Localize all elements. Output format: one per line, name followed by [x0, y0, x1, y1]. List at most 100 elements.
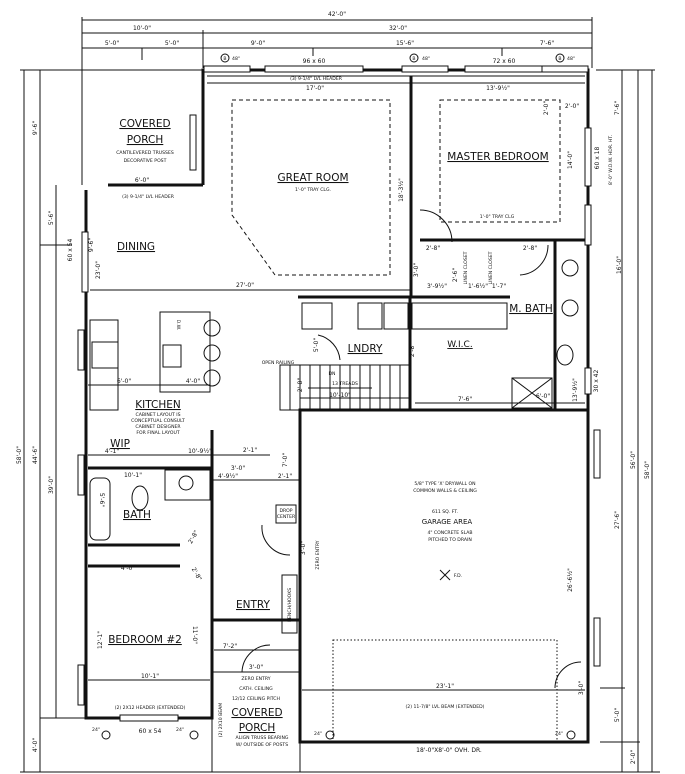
header-note: (3) 9-1/4" LVL HEADER	[290, 76, 343, 82]
dim: 10'-1"	[124, 472, 142, 479]
stairs	[279, 364, 411, 411]
stool-icon	[203, 319, 221, 337]
dim: 4'-9½"	[218, 473, 238, 480]
dim: 23'-0"	[95, 261, 102, 279]
great-room-note: 1'-0" TRAY CLG.	[295, 187, 331, 193]
dim: 6'-0"	[117, 378, 131, 385]
dim: 13'-9½"	[486, 85, 510, 92]
dim: 56'-0"	[630, 451, 637, 469]
dim: 2'-8"	[523, 245, 537, 252]
label-master-bedroom: MASTER BEDROOM	[447, 151, 548, 163]
dim: 3'-0"	[231, 465, 245, 472]
dim: 5'-0"	[313, 338, 320, 352]
dim: 14'-0"	[567, 151, 574, 169]
posts-48	[77, 65, 601, 706]
bench-hooks-label: BENCH/HOOKS	[287, 588, 293, 622]
linen-closet-label: LINEN CLOSET	[488, 251, 494, 284]
dim: 2'-0"	[630, 750, 637, 764]
window-size: 60 x 54	[139, 728, 162, 735]
post-size: 48"	[232, 56, 240, 62]
kitchen-fixtures	[89, 259, 579, 634]
kitchen-note: CABINET LAYOUT IS	[136, 412, 181, 418]
zero-entry-label: ZERO ENTRY	[241, 676, 270, 682]
dim: 2'-8"	[409, 343, 416, 357]
label-covered-porch-bottom: COVERED	[231, 707, 282, 719]
top-dimensions	[20, 17, 660, 773]
stairs-treads: 13 TREADS	[332, 381, 358, 387]
dim: 23'-1"	[436, 683, 454, 690]
master-note: 1'-0" TRAY CLG	[480, 214, 515, 220]
post-size: 48"	[567, 56, 575, 62]
garage-note: PITCHED TO DRAIN	[428, 537, 472, 543]
post-size: 24"	[92, 727, 100, 733]
kitchen-note: FOR FINAL LAYOUT	[136, 430, 179, 436]
window-master-bath	[584, 367, 592, 395]
garage-door-label: 18'-0"X8'-0" OVH. DR.	[416, 747, 482, 754]
dim: 7'-6"	[540, 40, 554, 47]
dim: 27'-0"	[236, 282, 254, 289]
dim: 7'-6"	[614, 101, 621, 115]
stool-icon	[203, 369, 221, 387]
dim: 4'-0"	[32, 738, 39, 752]
floor-drain-icon	[439, 569, 451, 581]
dim: 2'-8"	[187, 529, 200, 545]
stool-icon	[203, 344, 221, 362]
label-laundry: LNDRY	[348, 343, 383, 355]
porch-note: CATH. CEILING	[239, 686, 273, 692]
dim: 10'-1"	[141, 673, 159, 680]
window-master	[464, 65, 544, 73]
dim: 7'-6"	[458, 396, 472, 403]
lavatory-icon	[561, 259, 579, 277]
header-note: (3) 9-1/4" LVL HEADER	[122, 194, 175, 200]
stairs-dn: DN	[329, 371, 336, 377]
dim: 2'-1"	[243, 447, 257, 454]
dim: 27'-6"	[614, 511, 621, 529]
label-bath: BATH	[123, 509, 151, 521]
dim: 11'-0"	[191, 626, 198, 644]
dim-house-width: 32'-0"	[389, 25, 407, 32]
bench-hooks	[281, 574, 298, 634]
header-note: (2) 2X12 HEADER (EXTENDED)	[115, 705, 186, 711]
window-size: 30 x 42	[593, 370, 600, 393]
label-covered-porch: PORCH	[127, 134, 164, 146]
dim: 17'-0"	[306, 85, 324, 92]
post-tag: B	[412, 56, 415, 62]
dryer-icon	[383, 302, 409, 330]
label-master-bath: M. BATH	[509, 303, 553, 315]
dim: 5'-0"	[165, 40, 179, 47]
linen-closet-label: LINEN CLOSET	[463, 251, 469, 284]
kitchen-note: CONCEPTUAL CONSULT	[131, 418, 185, 424]
dim: 2'-8"	[190, 566, 203, 582]
label-dining: DINING	[117, 241, 155, 253]
dim: 39'-0"	[48, 476, 55, 494]
garage-sqft: 611 SQ. FT.	[432, 509, 458, 515]
kitchen-island	[159, 311, 211, 393]
post-tag: B	[223, 56, 226, 62]
dim: 9'-6"	[88, 238, 95, 252]
master-tray-ceiling	[439, 99, 561, 223]
dim: 2'-8"	[297, 378, 304, 392]
dim: 5'-0"	[105, 40, 119, 47]
post-tags	[101, 53, 576, 740]
window-master-side	[584, 127, 592, 187]
open-railing-label: OPEN RAILING	[262, 360, 295, 366]
dim: 2'-0"	[543, 101, 550, 115]
dim: 7'-2"	[223, 643, 237, 650]
label-wip: WIP	[110, 438, 130, 450]
porch-note: 12/12 CEILING PITCH	[232, 696, 280, 702]
drop-center: CENTER	[277, 514, 296, 520]
dim: 10'-10"	[329, 392, 351, 399]
dim: 1'-6½"	[468, 283, 488, 290]
laundry-sink-icon	[301, 302, 333, 330]
sink-icon	[178, 475, 194, 491]
label-garage: GARAGE AREA	[422, 518, 473, 526]
dim: 2'-6"	[452, 268, 459, 282]
dim: 12'-1"	[97, 631, 104, 649]
dim: 4'-0"	[121, 565, 135, 572]
window-bedroom2	[119, 714, 179, 722]
dim: 3'-0"	[578, 681, 585, 695]
dim: 58'-0"	[644, 461, 651, 479]
dim: 44'-6"	[32, 446, 39, 464]
dim: 7'-0"	[282, 453, 289, 467]
